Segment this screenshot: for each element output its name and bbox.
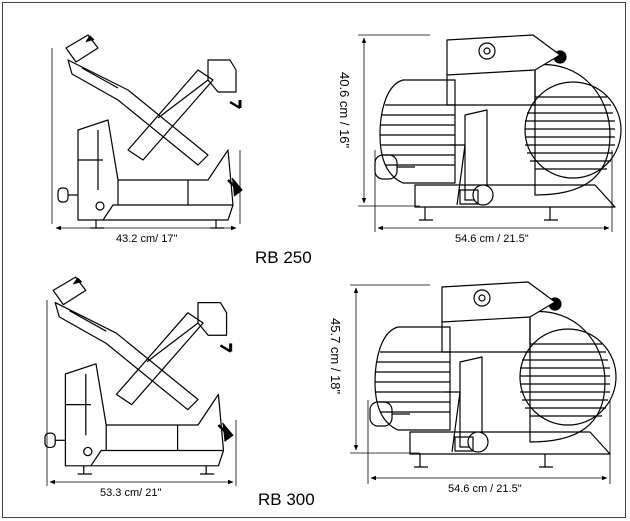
rb250-front-width: 54.6 cm / 21.5"	[455, 233, 529, 245]
rb300-model-label: RB 300	[258, 490, 315, 509]
rb250-model-label: RB 250	[255, 248, 312, 267]
rb250-side-width: 43.2 cm/ 17"	[116, 233, 178, 245]
rb300-height: 45.7 cm / 18"	[328, 318, 343, 395]
rb300-side-width: 53.3 cm/ 21"	[100, 487, 162, 499]
rb250-height: 40.6 cm / 16"	[337, 72, 352, 149]
rb300-front-width: 54.6 cm / 21.5"	[448, 483, 522, 495]
